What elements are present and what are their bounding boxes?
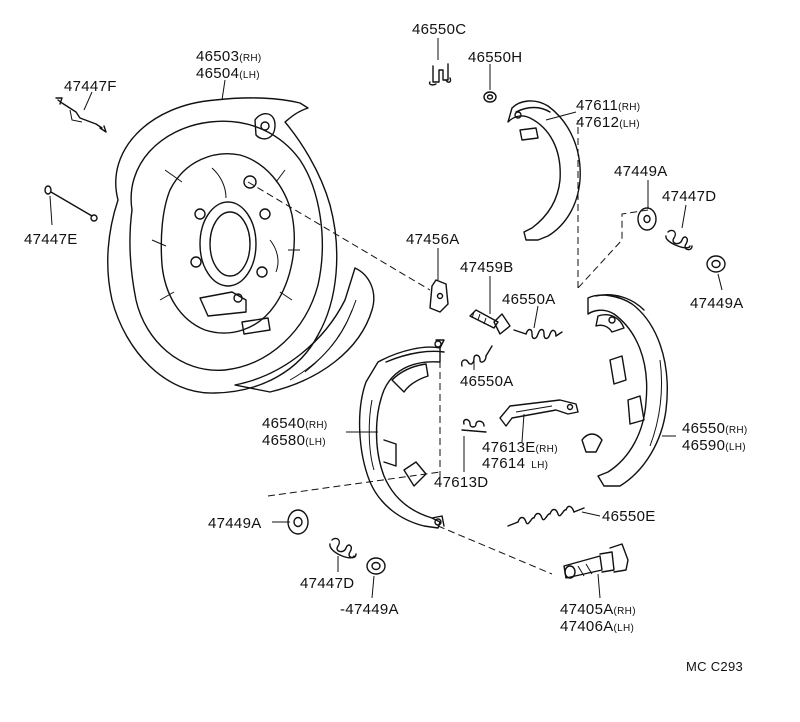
label-46550a-mid: 46550A <box>460 373 514 390</box>
label-47613d: 47613D <box>434 474 488 491</box>
backing-plate <box>107 97 375 394</box>
spring-46550a-right <box>513 328 563 340</box>
hold-down-spring-bottom <box>329 537 357 559</box>
adjuster-47405a <box>563 543 629 579</box>
label-47449a-bottom: -47449A <box>340 601 399 618</box>
label-47447f: 47447F <box>64 78 117 95</box>
label-47447d-top: 47447D <box>662 188 716 205</box>
parking-brake-shoe-47611 <box>507 100 581 241</box>
hold-down-cup-top <box>637 207 657 231</box>
spring-46550a-mid <box>460 345 493 367</box>
label-46504: 46504(LH) <box>196 65 260 82</box>
label-47613e: 47613E(RH) <box>482 439 558 456</box>
pin-47447f <box>55 97 107 133</box>
label-46550a-right: 46550A <box>502 291 556 308</box>
label-46550: 46550(RH) <box>682 420 748 437</box>
label-47405a: 47405A(RH) <box>560 601 636 618</box>
leader-lines <box>49 38 723 599</box>
label-47449a-right: 47449A <box>690 295 744 312</box>
label-47459b: 47459B <box>460 259 514 276</box>
hold-down-cup-left <box>287 509 309 535</box>
adjuster-bolt-47459b <box>469 309 511 335</box>
hold-down-cup-right <box>706 255 726 273</box>
label-46503: 46503(RH) <box>196 48 262 65</box>
label-46550c: 46550C <box>412 21 466 38</box>
label-46590: 46590(LH) <box>682 437 746 454</box>
label-47447e: 47447E <box>24 231 78 248</box>
label-46540: 46540(RH) <box>262 415 328 432</box>
label-46580: 46580(LH) <box>262 432 326 449</box>
brake-shoe-46550 <box>581 294 668 487</box>
dashed-guide-lines <box>247 120 649 575</box>
label-47449a-left: 47449A <box>208 515 262 532</box>
brake-shoe-46540 <box>358 339 445 529</box>
label-46550e: 46550E <box>602 508 656 525</box>
label-47447d-bottom: 47447D <box>300 575 354 592</box>
pin-47447e <box>44 185 98 222</box>
label-46550h: 46550H <box>468 49 522 66</box>
label-47612: 47612(LH) <box>576 114 640 131</box>
label-47449a-top: 47449A <box>614 163 668 180</box>
label-47611: 47611(RH) <box>576 97 640 114</box>
spring-47613d <box>461 418 487 433</box>
label-47456a: 47456A <box>406 231 460 248</box>
hold-down-spring-top <box>665 229 693 251</box>
hold-down-cup-bottom <box>366 557 386 575</box>
part-labels: 46550C 46550H 47447F 46503(RH) 46504(LH)… <box>24 21 748 674</box>
bracket-47456a <box>429 279 449 313</box>
ring-46550h <box>483 91 497 103</box>
return-spring-46550e <box>507 505 585 527</box>
reference-code: MC C293 <box>686 659 743 674</box>
label-47406a: 47406A(LH) <box>560 618 634 635</box>
strut-47613e <box>499 399 579 427</box>
retainer-clip-46550c <box>428 63 452 86</box>
